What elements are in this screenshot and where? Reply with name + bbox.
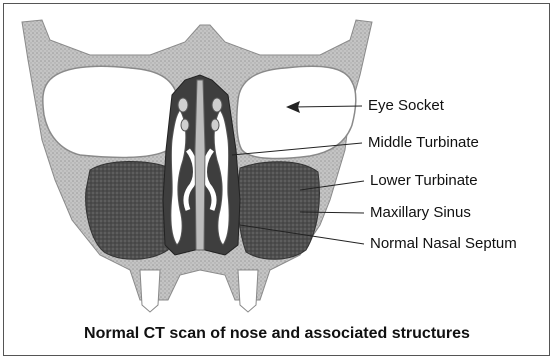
figure-caption: Normal CT scan of nose and associated st… bbox=[0, 325, 554, 343]
label-maxillary-sinus: Maxillary Sinus bbox=[370, 204, 471, 222]
left-maxillary-sinus bbox=[86, 162, 175, 260]
left-eye-socket bbox=[43, 66, 179, 157]
right-eye-socket bbox=[237, 66, 356, 158]
label-lower-turbinate: Lower Turbinate bbox=[370, 172, 478, 190]
label-middle-turbinate: Middle Turbinate bbox=[368, 134, 479, 152]
teeth bbox=[140, 270, 258, 312]
label-eye-socket: Eye Socket bbox=[368, 97, 444, 115]
nasal-septum bbox=[195, 80, 205, 250]
right-maxillary-sinus bbox=[238, 162, 320, 260]
label-normal-nasal-septum: Normal Nasal Septum bbox=[370, 235, 517, 253]
